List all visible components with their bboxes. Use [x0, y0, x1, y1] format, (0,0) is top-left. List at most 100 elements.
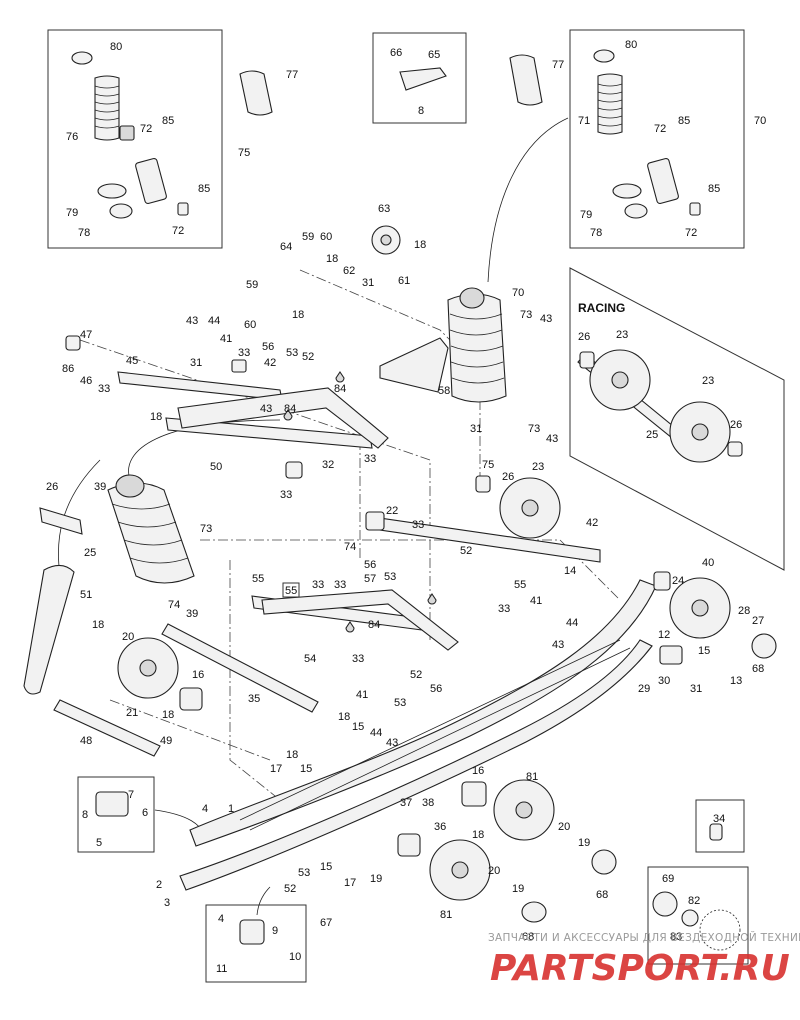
callout: 43 [186, 315, 198, 327]
bracket-inset-box [372, 32, 467, 124]
callout: 33 [364, 453, 376, 465]
callout: 1 [228, 803, 234, 815]
callout: 23 [702, 375, 714, 387]
callout: 13 [730, 675, 742, 687]
callout: 31 [470, 423, 482, 435]
callout: 43 [386, 737, 398, 749]
arm-51 [23, 564, 75, 695]
racing-panel [569, 267, 785, 571]
idler-wheels [117, 225, 731, 901]
callout: 44 [566, 617, 578, 629]
callout: 49 [160, 735, 172, 747]
callout: 4 [202, 803, 208, 815]
callout: 52 [302, 351, 314, 363]
pivot-arm-54 [261, 589, 459, 651]
callout: 40 [702, 557, 714, 569]
callout: 26 [578, 331, 590, 343]
callout: 10 [289, 951, 301, 963]
callout: 27 [752, 615, 764, 627]
callout: 83 [670, 931, 682, 943]
callout: 70 [512, 287, 524, 299]
callout: 59 [246, 279, 258, 291]
spring-shock-75 [107, 474, 195, 584]
callout-numbers: 80 77 66 65 8 77 80 76 72 85 75 71 72 85… [46, 39, 766, 975]
callout: 85 [162, 115, 174, 127]
callout: 11 [216, 963, 227, 975]
callout: 29 [638, 683, 650, 695]
callout: 5 [96, 837, 102, 849]
callout: 20 [122, 631, 134, 643]
callout: 15 [320, 861, 332, 873]
callout: 78 [590, 227, 602, 239]
callout: 52 [410, 669, 422, 681]
shock-assembly-right [509, 49, 701, 219]
callout: 56 [430, 683, 442, 695]
callout: 84 [368, 619, 380, 631]
callout: 78 [78, 227, 90, 239]
callout: 76 [66, 131, 78, 143]
callout: 73 [520, 309, 532, 321]
callout: 85 [678, 115, 690, 127]
callout: 74 [168, 599, 180, 611]
callout: 52 [284, 883, 296, 895]
callout: 14 [564, 565, 576, 577]
callout: 16 [192, 669, 204, 681]
callout: 26 [502, 471, 514, 483]
callout: 68 [752, 663, 764, 675]
callout: 6 [142, 807, 148, 819]
callout: 42 [586, 517, 598, 529]
callout: 39 [186, 608, 198, 620]
callout: 21 [126, 707, 138, 719]
callout: 69 [662, 873, 674, 885]
callout: 64 [280, 241, 292, 253]
callout: 47 [80, 329, 92, 341]
callout: 15 [352, 721, 364, 733]
callout: 67 [320, 917, 332, 929]
callout: 39 [94, 481, 106, 493]
callout: 45 [126, 355, 138, 367]
callout: 9 [272, 925, 278, 937]
callout: 33 [498, 603, 510, 615]
callout: 20 [488, 865, 500, 877]
part-9-inset-box [205, 904, 307, 983]
callout: 33 [98, 383, 110, 395]
callout: 34 [713, 813, 725, 825]
callout: 48 [80, 735, 92, 747]
callout: 31 [690, 683, 702, 695]
callout: 33 [280, 489, 292, 501]
callout: 30 [658, 675, 670, 687]
callout: 33 [352, 653, 364, 665]
callout: 15 [698, 645, 710, 657]
label-55-frame [282, 582, 300, 598]
callout: 73 [528, 423, 540, 435]
shock-assembly-left [71, 51, 273, 219]
callout: 55 [514, 579, 526, 591]
callout: 7 [128, 789, 134, 801]
callout: 41 [220, 333, 232, 345]
callout: 84 [334, 383, 346, 395]
callout: 18 [338, 711, 350, 723]
callout: 57 [364, 573, 376, 585]
callout: 53 [394, 697, 406, 709]
callout: 18 [326, 253, 338, 265]
callout: 15 [300, 763, 312, 775]
callout: 85 [198, 183, 210, 195]
callout: 62 [343, 265, 355, 277]
callout: 19 [578, 837, 590, 849]
callout: 33 [412, 519, 424, 531]
callout: 68 [596, 889, 608, 901]
callout: 81 [526, 771, 538, 783]
callout: 72 [654, 123, 666, 135]
callout: 26 [46, 481, 58, 493]
callout: 84 [284, 403, 296, 415]
callout: 80 [110, 41, 122, 53]
callout: 46 [80, 375, 92, 387]
callout: 16 [472, 765, 484, 777]
callout: 44 [370, 727, 382, 739]
callout: 63 [378, 203, 390, 215]
callout: 58 [438, 385, 450, 397]
callout: 18 [472, 829, 484, 841]
callout: 31 [190, 357, 202, 369]
callout: 17 [344, 877, 356, 889]
